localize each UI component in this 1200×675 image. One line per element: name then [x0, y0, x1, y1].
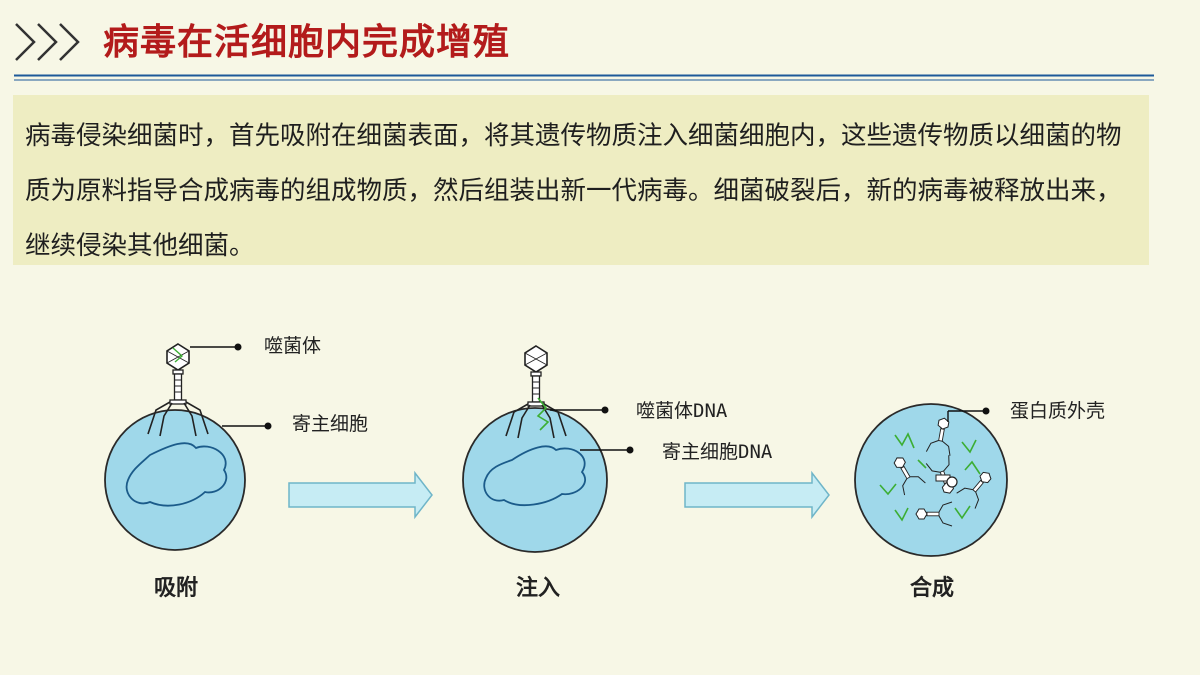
process-arrow [288, 470, 433, 520]
page-title: 病毒在活细胞内完成增殖 [103, 22, 511, 63]
viral-dna-fragments [879, 432, 981, 522]
label-protein-coat: 蛋白质外壳 [1010, 400, 1105, 422]
label-phage-dna: 噬菌体DNA [636, 400, 728, 422]
phage-infection-diagram: 噬菌体 寄主细胞 吸附 噬菌体DNA 寄主细胞DNA 注入 [104, 335, 1105, 601]
triple-chevron-right-icon [15, 23, 80, 61]
host-cell [854, 403, 1008, 557]
header-divider [14, 74, 1154, 81]
label-host-dna: 寄主细胞DNA [662, 441, 773, 463]
host-dna [483, 445, 586, 507]
intro-text-box: 病毒侵染细菌时，首先吸附在细菌表面，将其遗传物质注入细菌细胞内，这些遗传物质以细… [13, 95, 1149, 265]
stage-label-synthesis: 合成 [910, 575, 954, 601]
host-cell [104, 409, 246, 551]
stage-injection: 噬菌体DNA 寄主细胞DNA 注入 [462, 345, 773, 601]
stage-label-injection: 注入 [516, 575, 560, 601]
stage-synthesis: 蛋白质外壳 合成 [854, 400, 1105, 601]
process-arrow [684, 470, 830, 520]
host-dna [125, 442, 228, 507]
host-cell [462, 407, 608, 553]
stage-label-adsorption: 吸附 [154, 575, 198, 601]
label-phage: 噬菌体 [264, 335, 321, 357]
stage-adsorption: 噬菌体 寄主细胞 吸附 [104, 335, 368, 601]
intro-paragraph: 病毒侵染细菌时，首先吸附在细菌表面，将其遗传物质注入细菌细胞内，这些遗传物质以细… [25, 121, 1122, 261]
label-host-cell: 寄主细胞 [292, 413, 368, 435]
